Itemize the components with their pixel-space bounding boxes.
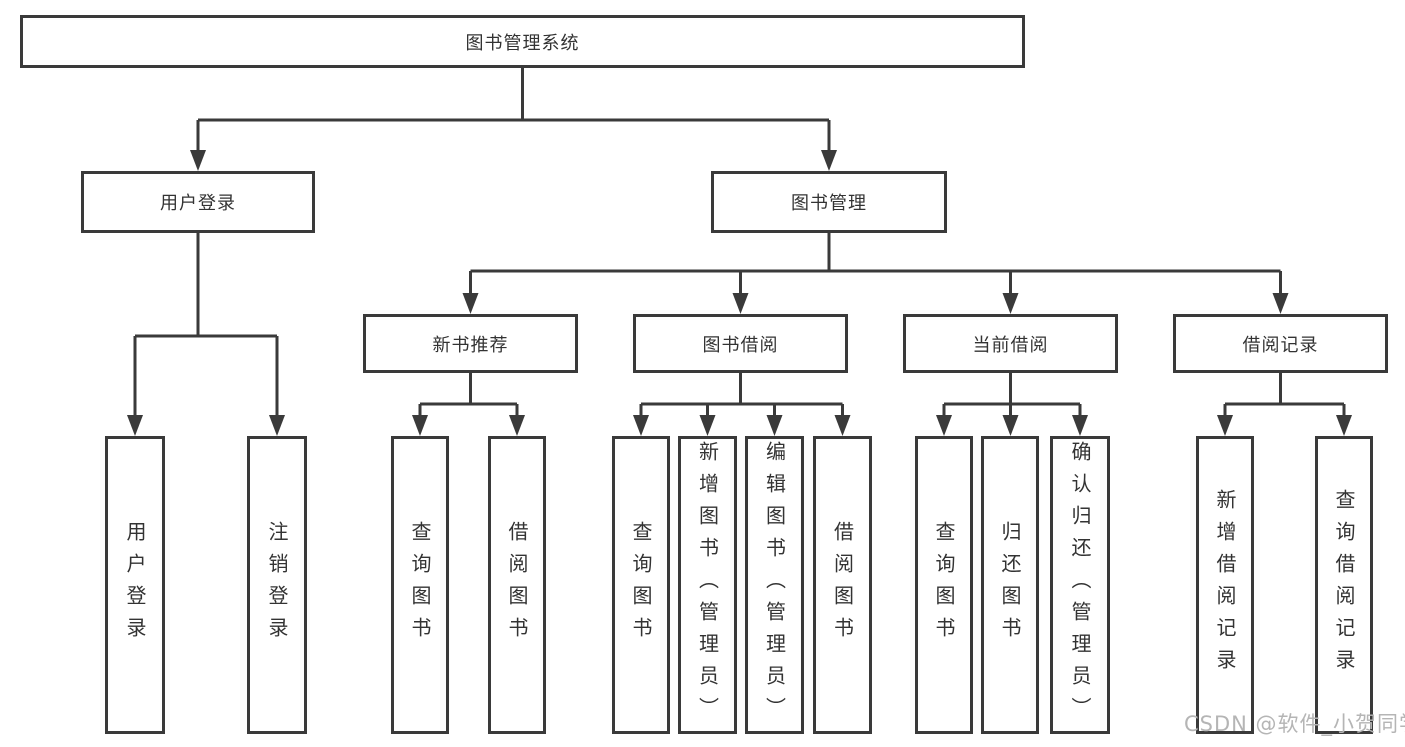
node-label: 当前借阅 [972,334,1049,356]
node-label: 新增图书（管理员） [695,441,720,729]
node-label: 用户登录 [123,521,147,649]
node-current-return-books: 归还图书 [981,436,1039,734]
connector-borrow-records-children [1217,373,1352,436]
node-label: 图书管理系统 [465,32,580,54]
node-label: 注销登录 [265,521,289,649]
node-records-query-record: 查询借阅记录 [1315,436,1373,734]
node-label: 查询借阅记录 [1332,489,1356,681]
node-book-management: 图书管理 [711,171,947,233]
node-library-management-system: 图书管理系统 [20,15,1025,68]
node-label: 图书管理 [791,193,867,214]
node-label: 借阅图书 [830,521,855,649]
node-label: 用户登录 [160,193,236,214]
node-label: 图书借阅 [702,334,779,356]
node-borrow-edit-books-admin: 编辑图书（管理员） [745,436,804,734]
node-label: 编辑图书（管理员） [762,441,787,729]
node-borrow-query-books: 查询图书 [612,436,670,734]
connector-new-book-rec-children [412,373,525,436]
node-new-book-recommend: 新书推荐 [363,314,578,373]
node-label: 归还图书 [998,521,1022,649]
node-label: 确认归还（管理员） [1068,441,1092,729]
node-label: 借阅图书 [505,521,529,649]
node-label: 查询图书 [629,521,653,649]
node-recommend-query-books: 查询图书 [391,436,449,734]
node-current-confirm-return-admin: 确认归还（管理员） [1050,436,1110,734]
node-label: 新书推荐 [432,334,509,356]
node-user-login: 用户登录 [81,171,315,233]
watermark-text: CSDN @软件_小贺同学 [1184,712,1405,736]
connector-book-borrow-children [633,373,851,436]
connector-current-borrow-children [936,373,1088,436]
node-label: 查询图书 [408,521,432,649]
node-logout: 注销登录 [247,436,307,734]
node-borrow-add-books-admin: 新增图书（管理员） [678,436,737,734]
connector-user-login-children [127,233,285,436]
node-current-borrowing: 当前借阅 [903,314,1118,373]
node-user-login-leaf: 用户登录 [105,436,165,734]
connector-root-to-level2 [190,68,837,171]
node-book-borrowing: 图书借阅 [633,314,848,373]
node-label: 借阅记录 [1242,334,1319,356]
node-label: 查询图书 [932,521,956,649]
connector-book-management-children [462,233,1289,314]
node-current-query-books: 查询图书 [915,436,973,734]
node-label: 新增借阅记录 [1213,489,1237,681]
node-borrowing-records: 借阅记录 [1173,314,1388,373]
node-recommend-borrow-books: 借阅图书 [488,436,546,734]
node-borrow-borrow-books: 借阅图书 [813,436,872,734]
node-records-add-record: 新增借阅记录 [1196,436,1254,734]
